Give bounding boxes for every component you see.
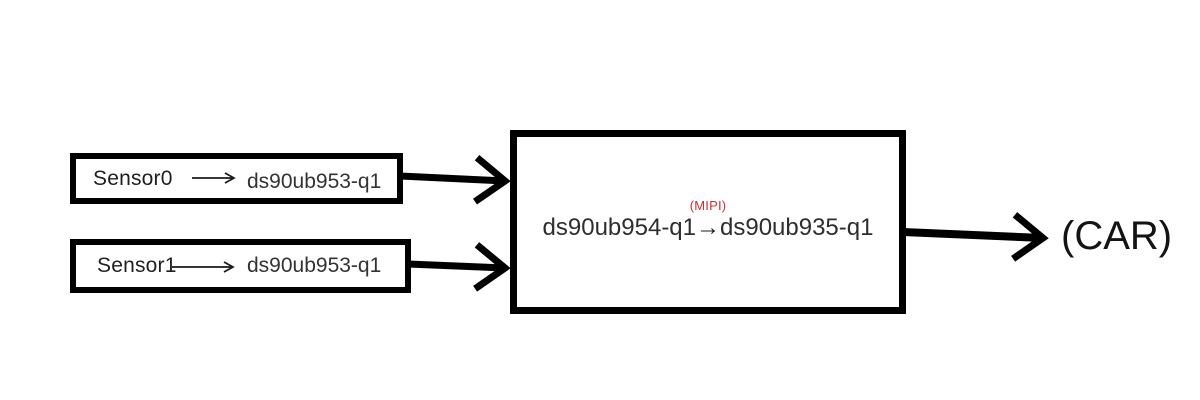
deserializer-to-car-arrow [902,212,1049,262]
mipi-arrow-icon: → [696,214,720,241]
sensor1-to-deserializer-arrow [407,242,511,292]
sensor0-serializer-label: ds90ub953-q1 [247,169,382,193]
sensor0-label: Sensor0 [93,166,173,190]
sensor0-box: Sensor0 ds90ub953-q1 [70,153,403,204]
serializer-chip-label: ds90ub935-q1 [720,214,874,241]
sensor0-to-deserializer-arrow [399,154,511,205]
sensor1-label: Sensor1 [97,254,177,277]
deserializer-chip-label: ds90ub954-q1 [542,214,696,241]
sensor1-box: Sensor1 ds90ub953-q1 [70,239,411,293]
sensor1-serializer-label: ds90ub953-q1 [247,254,382,277]
deserializer-chips-line: ds90ub954-q1→ds90ub935-q1 [517,213,899,243]
mipi-link-label: (MIPI) [689,198,727,213]
deserializer-box: (MIPI) ds90ub954-q1→ds90ub935-q1 [510,130,906,314]
car-output-label: (CAR) [1061,214,1173,258]
